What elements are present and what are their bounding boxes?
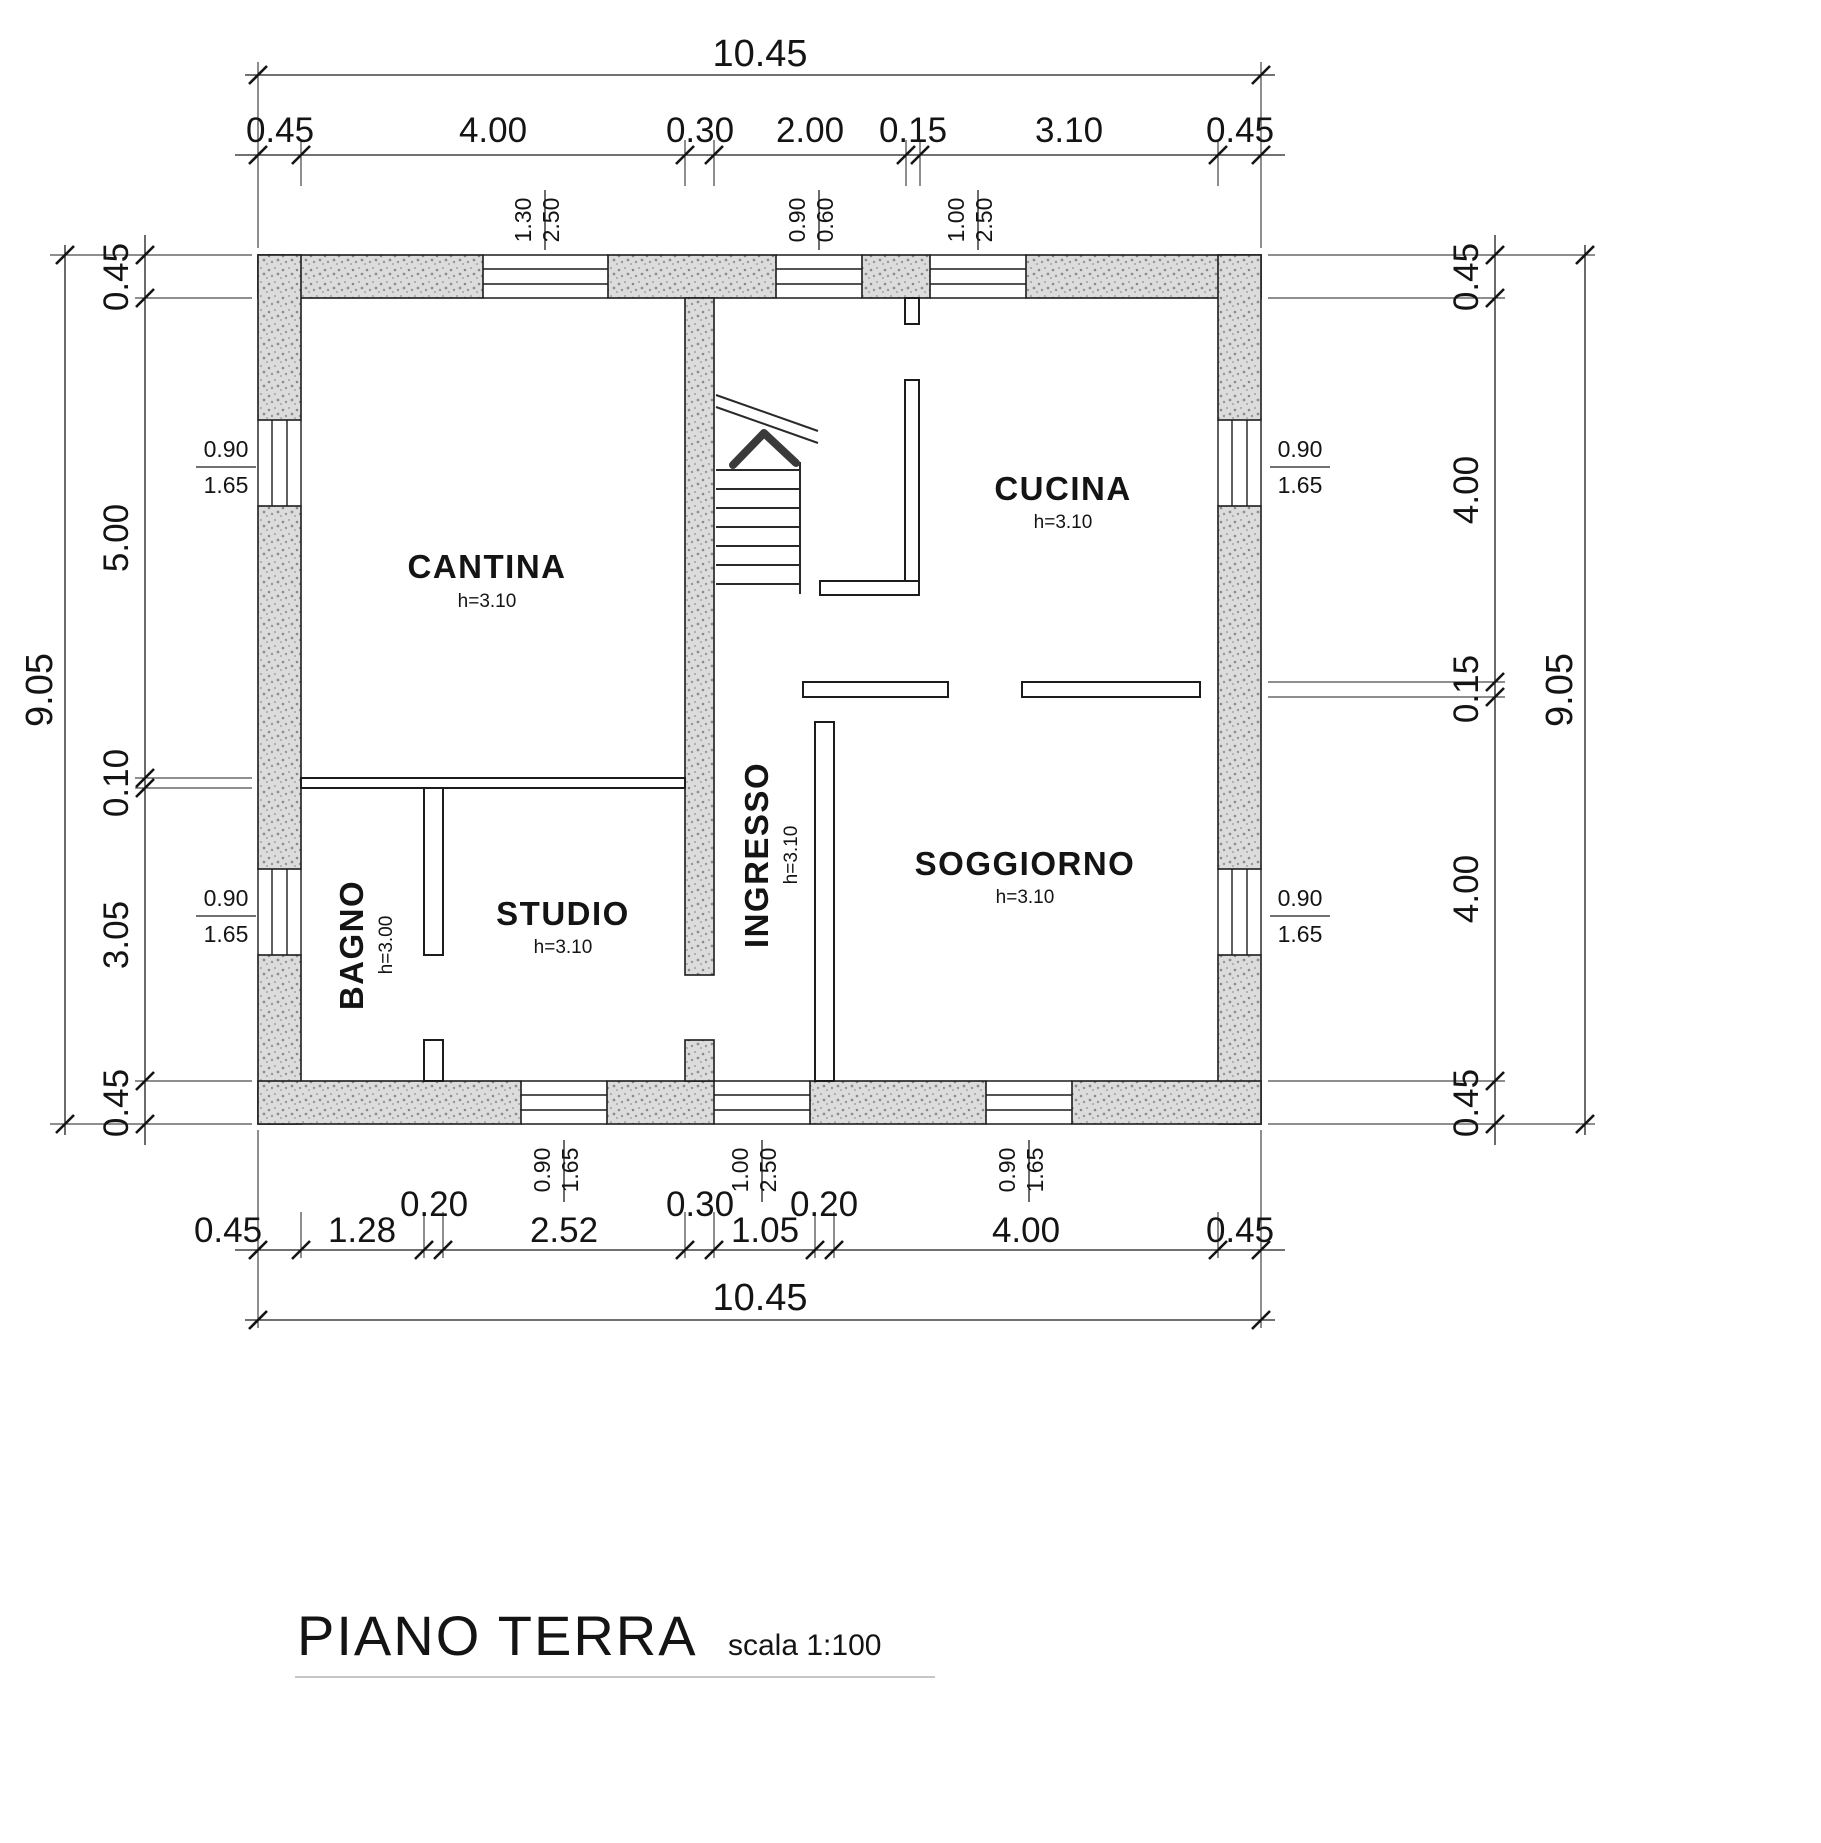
dim-right-segment-label: 0.15: [1447, 655, 1486, 723]
room-height-bagno: h=3.00: [376, 916, 397, 975]
dimension-bottom: 0.90 1.65 1.00 2.50 0.90 1.65 0.20 0.30 …: [194, 1130, 1285, 1331]
room-label-bagno: BAGNO: [333, 880, 370, 1010]
opening-width-label: 0.90: [994, 1148, 1020, 1193]
dim-bottom-segment-label: 0.20: [400, 1185, 468, 1224]
opening-height-label: 1.65: [557, 1148, 583, 1193]
opening-height-label: 0.60: [812, 198, 838, 243]
dim-bottom-segment-label: 0.30: [666, 1185, 734, 1224]
drawing-scale: scala 1:100: [728, 1629, 881, 1662]
opening-height-label: 1.65: [204, 921, 249, 947]
dim-left-overall-label: 9.05: [19, 653, 61, 727]
room-height-studio: h=3.10: [534, 937, 593, 958]
dim-bottom-segment-label: 4.00: [992, 1211, 1060, 1250]
opening-width-label: 0.90: [1278, 885, 1323, 911]
dim-left-segment-label: 5.00: [97, 504, 136, 572]
opening-height-label: 1.65: [1278, 921, 1323, 947]
stair-direction-arrow: [729, 429, 800, 469]
opening-width-label: 0.90: [204, 436, 249, 462]
opening-width-label: 0.90: [784, 198, 810, 243]
dim-top-segment-label: 2.00: [776, 111, 844, 150]
dim-top-segment-label: 4.00: [459, 111, 527, 150]
dim-left-segment-label: 0.10: [97, 749, 136, 817]
room-label-cucina: CUCINA: [994, 470, 1131, 507]
opening-width-label: 1.00: [727, 1148, 753, 1193]
dim-bottom-segment-label: 0.45: [194, 1211, 262, 1250]
room-label-soggiorno: SOGGIORNO: [915, 845, 1136, 882]
opening-height-label: 1.65: [1278, 472, 1323, 498]
dim-top-segment-label: 0.45: [1206, 111, 1274, 150]
interior-load-bearing-wall: [684, 297, 715, 1082]
dim-left-segment-label: 0.45: [97, 1069, 136, 1137]
dim-right-segment-label: 0.45: [1447, 1069, 1486, 1137]
dimension-left: 9.05 0.45 5.00 0.10 3.05 0.45 0.90 1.65 …: [19, 235, 256, 1145]
opening-height-label: 2.50: [971, 198, 997, 243]
opening-height-label: 1.65: [1022, 1148, 1048, 1193]
dim-right-overall-label: 9.05: [1539, 653, 1581, 727]
dim-bottom-segment-label: 1.28: [328, 1211, 396, 1250]
dim-bottom-segment-label: 0.20: [790, 1185, 858, 1224]
dim-top-segment-label: 3.10: [1035, 111, 1103, 150]
dim-bottom-segment-label: 2.52: [530, 1211, 598, 1250]
room-height-cucina: h=3.10: [1034, 512, 1093, 533]
opening-height-label: 1.65: [204, 472, 249, 498]
dimension-top: 10.45 0.45 4.00 0.30 2.00 0.15 3.10 0.45…: [235, 33, 1285, 250]
dim-right-segment-label: 0.45: [1447, 243, 1486, 311]
window-symbols: [257, 254, 1262, 1125]
title-block: PIANO TERRA scala 1:100: [295, 1604, 935, 1678]
opening-width-label: 0.90: [529, 1148, 555, 1193]
dim-top-segment-label: 0.45: [246, 111, 314, 150]
room-labels: CANTINA h=3.10 CUCINA h=3.10 STUDIO h=3.…: [333, 470, 1136, 1010]
opening-width-label: 1.30: [510, 198, 536, 243]
room-label-ingresso: INGRESSO: [738, 762, 775, 948]
dim-right-segment-label: 4.00: [1447, 855, 1486, 923]
dim-top-overall-label: 10.45: [712, 33, 807, 75]
opening-height-label: 2.50: [538, 198, 564, 243]
dim-top-segment-label: 0.30: [666, 111, 734, 150]
room-label-studio: STUDIO: [496, 895, 630, 932]
dim-bottom-segment-label: 1.05: [731, 1211, 799, 1250]
opening-width-label: 1.00: [943, 198, 969, 243]
exterior-walls: [257, 254, 1262, 1125]
drawing-title: PIANO TERRA: [297, 1604, 698, 1667]
dimension-right: 0.45 4.00 0.15 4.00 0.45 9.05 0.90 1.65 …: [1268, 235, 1596, 1145]
opening-width-label: 0.90: [204, 885, 249, 911]
staircase: [715, 297, 920, 596]
dim-right-segment-label: 4.00: [1447, 456, 1486, 524]
room-height-cantina: h=3.10: [458, 591, 517, 612]
dim-bottom-overall-label: 10.45: [712, 1277, 807, 1319]
room-height-soggiorno: h=3.10: [996, 887, 1055, 908]
room-label-cantina: CANTINA: [408, 548, 567, 585]
room-height-ingresso: h=3.10: [781, 826, 802, 885]
partition-walls: [300, 681, 1201, 1082]
dim-top-segment-label: 0.15: [879, 111, 947, 150]
dim-left-segment-label: 0.45: [97, 243, 136, 311]
opening-height-label: 2.50: [755, 1148, 781, 1193]
dim-bottom-segment-label: 0.45: [1206, 1211, 1274, 1250]
opening-width-label: 0.90: [1278, 436, 1323, 462]
dim-left-segment-label: 3.05: [97, 901, 136, 969]
